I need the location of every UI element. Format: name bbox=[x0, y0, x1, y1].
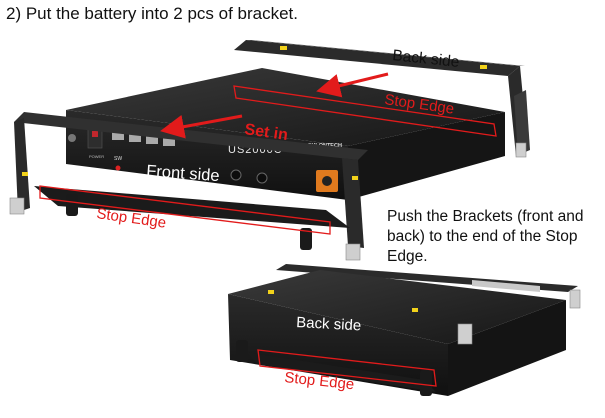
bracket-foot bbox=[66, 194, 78, 216]
bottom-battery-left-face bbox=[228, 294, 448, 396]
bracket-marker-yellow bbox=[480, 65, 487, 69]
instruction-text: Push the Brackets (front and back) to th… bbox=[387, 207, 599, 267]
instruction-line: Push the Brackets (front and bbox=[387, 208, 584, 225]
power-label: POWER bbox=[89, 154, 104, 159]
bracket-foot bbox=[300, 228, 312, 250]
bottom-battery-right-face bbox=[448, 300, 566, 396]
instruction-line: Edge. bbox=[387, 248, 428, 265]
back-bracket bbox=[234, 40, 530, 158]
back-side-arrow bbox=[316, 72, 389, 98]
switch-label: SW bbox=[114, 156, 122, 162]
instruction-line: back) to the end of the Stop bbox=[387, 228, 578, 245]
stop-edge-back-box bbox=[233, 85, 497, 137]
front-side-label: Front side bbox=[146, 162, 220, 185]
assembled-battery bbox=[228, 264, 581, 396]
bottom-back-side-label: Back side bbox=[296, 314, 362, 334]
bracket-marker-yellow bbox=[268, 290, 274, 294]
stop-edge-front-box bbox=[39, 185, 331, 235]
battery-top-face bbox=[66, 68, 505, 146]
bracket-foot bbox=[236, 340, 248, 362]
bracket-marker-yellow bbox=[412, 308, 418, 312]
bracket-marker-yellow bbox=[352, 176, 358, 180]
set-in-arrow bbox=[160, 114, 243, 139]
ground-screw-icon bbox=[68, 134, 76, 142]
set-in-label: Set in bbox=[243, 121, 289, 144]
back-side-label: Back side bbox=[392, 47, 461, 71]
front-bracket bbox=[9, 112, 368, 261]
terminal-negative bbox=[256, 172, 268, 184]
step-title: 2) Put the battery into 2 pcs of bracket… bbox=[6, 4, 298, 23]
stop-edge-bottom-box bbox=[257, 349, 437, 387]
terminal-negative bbox=[230, 169, 242, 181]
battery-side-face bbox=[348, 112, 505, 200]
bracket-marker-yellow bbox=[280, 46, 287, 50]
bracket-marker-yellow bbox=[22, 172, 28, 176]
bottom-battery-top-face bbox=[228, 270, 566, 344]
